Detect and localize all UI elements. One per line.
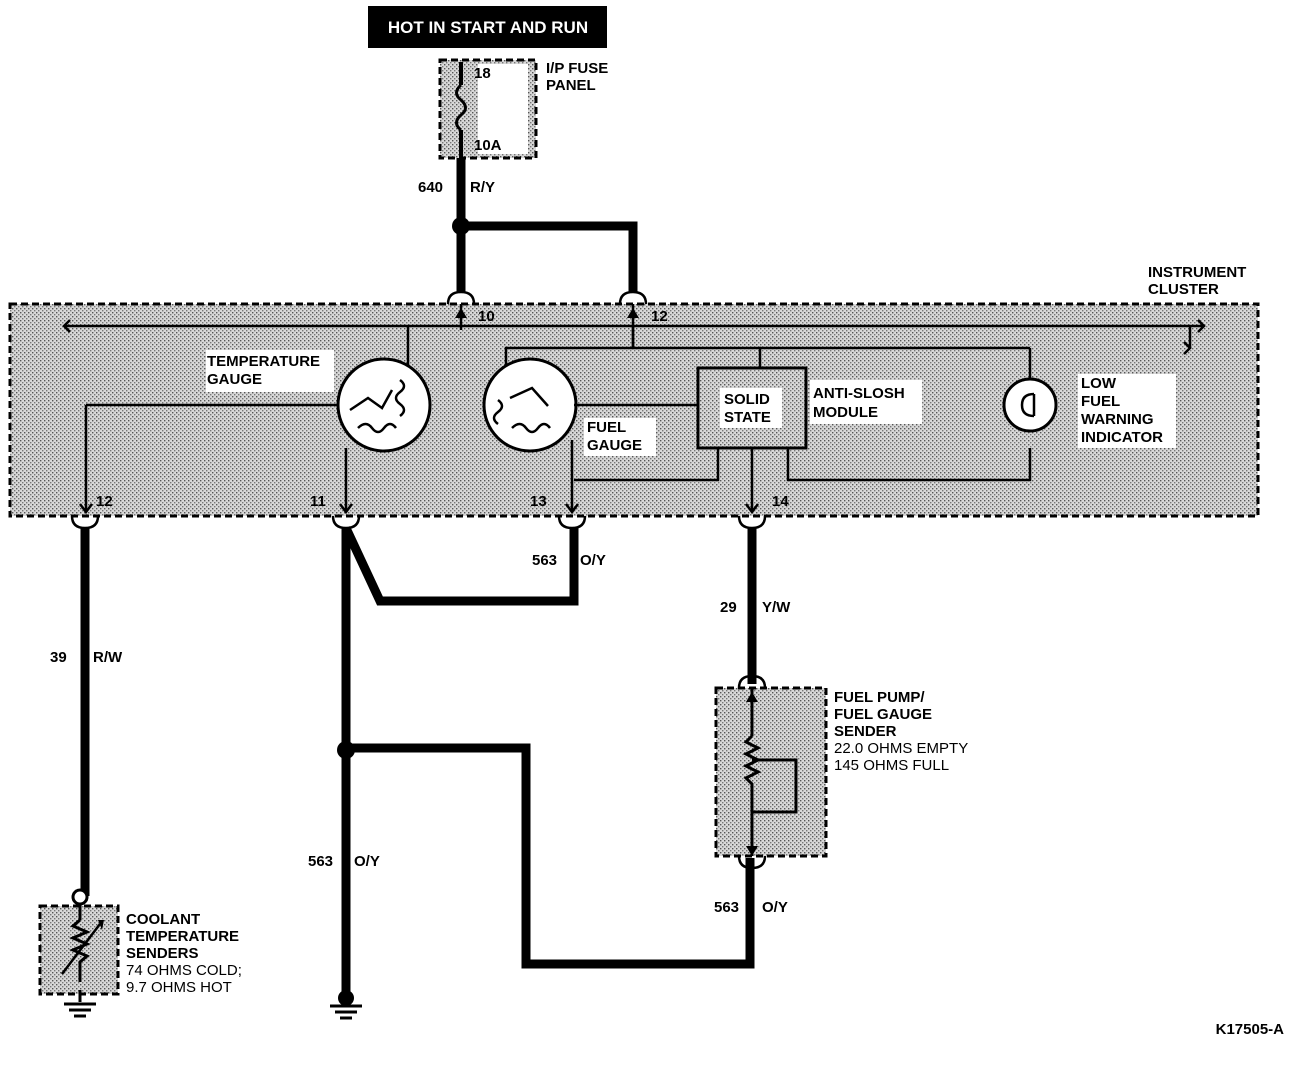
ground-icon	[64, 990, 96, 1018]
svg-text:GAUGE: GAUGE	[587, 437, 642, 454]
svg-text:SOLID: SOLID	[724, 391, 770, 408]
pin-12-top: 12	[651, 308, 668, 325]
svg-text:FUEL: FUEL	[1081, 393, 1120, 410]
figure-id: K17505-A	[1216, 1021, 1285, 1038]
fuse-number: 18	[474, 65, 491, 82]
temperature-gauge-label: TEMPERATURE	[207, 353, 320, 370]
wire-563-left-circuit: 563	[308, 853, 333, 870]
wire-563-top-circuit: 563	[532, 552, 557, 569]
wire-29-color: Y/W	[762, 599, 791, 616]
wire-640-circuit: 640	[418, 179, 443, 196]
svg-text:PANEL: PANEL	[546, 77, 596, 94]
wire-640-color: R/Y	[470, 179, 495, 196]
low-fuel-indicator-icon	[760, 346, 1058, 433]
fuel-gauge-sender	[714, 674, 828, 870]
instrument-cluster: INSTRUMENT CLUSTER 10 12 TEMPERATURE GAU…	[8, 264, 1260, 518]
wire-563-left-color: O/Y	[354, 853, 380, 870]
wire-29-circuit: 29	[720, 599, 737, 616]
pin-10: 10	[478, 308, 495, 325]
fuse-icon	[455, 83, 467, 132]
coolant-sender-title: COOLANT	[126, 911, 200, 928]
thermistor-icon	[69, 918, 91, 982]
temperature-gauge-icon	[336, 357, 432, 453]
svg-text:MODULE: MODULE	[813, 404, 878, 421]
fuel-gauge-label: FUEL	[587, 419, 626, 436]
svg-text:STATE: STATE	[724, 409, 771, 426]
svg-text:22.0 OHMS EMPTY: 22.0 OHMS EMPTY	[834, 740, 968, 757]
solid-state-module: SOLID STATE	[696, 366, 808, 450]
pin-14: 14	[772, 493, 789, 510]
fuel-sender-title: FUEL PUMP/	[834, 689, 925, 706]
fuse-panel-title: I/P FUSE	[546, 60, 608, 77]
wire-39-color: R/W	[93, 649, 123, 666]
svg-text:INDICATOR: INDICATOR	[1081, 429, 1163, 446]
svg-text:74 OHMS COLD;: 74 OHMS COLD;	[126, 962, 242, 979]
variable-resistor-icon	[742, 734, 762, 804]
svg-text:TEMPERATURE: TEMPERATURE	[126, 928, 239, 945]
wire-563-right-color: O/Y	[762, 899, 788, 916]
fuel-gauge-icon	[482, 357, 578, 453]
wire-39-circuit: 39	[50, 649, 67, 666]
fuse-rating: 10A	[474, 137, 502, 154]
anti-slosh-label: ANTI-SLOSH	[813, 385, 905, 402]
wire-563-right-circuit: 563	[714, 899, 739, 916]
fuse-panel: 18 10A I/P FUSE PANEL	[438, 58, 608, 160]
coolant-temperature-sender	[38, 888, 120, 1018]
svg-text:145 OHMS FULL: 145 OHMS FULL	[834, 757, 949, 774]
svg-text:WARNING: WARNING	[1081, 411, 1154, 428]
instrument-cluster-title: INSTRUMENT	[1148, 264, 1246, 281]
wire-563-top-color: O/Y	[580, 552, 606, 569]
power-source-label: HOT IN START AND RUN	[368, 6, 607, 48]
svg-text:9.7 OHMS HOT: 9.7 OHMS HOT	[126, 979, 232, 996]
svg-text:HOT IN START AND RUN: HOT IN START AND RUN	[388, 18, 588, 37]
svg-text:GAUGE: GAUGE	[207, 371, 262, 388]
pin-11: 11	[310, 493, 326, 510]
pin-13: 13	[530, 493, 547, 510]
pin-12-bottom: 12	[96, 493, 113, 510]
low-fuel-label: LOW	[1081, 375, 1117, 392]
svg-text:SENDER: SENDER	[834, 723, 897, 740]
svg-text:FUEL GAUGE: FUEL GAUGE	[834, 706, 932, 723]
ground-icon	[330, 990, 362, 1020]
svg-text:SENDERS: SENDERS	[126, 945, 199, 962]
svg-text:CLUSTER: CLUSTER	[1148, 281, 1219, 298]
